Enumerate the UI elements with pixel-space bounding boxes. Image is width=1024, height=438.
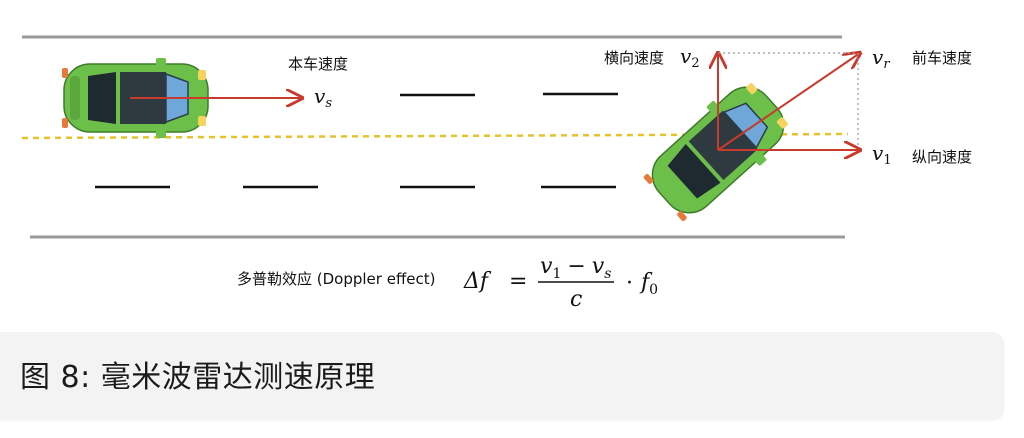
- radar-speed-diagram: 本车速度 vs 横向速度 v2 vr 前车速度 v1 纵向速度 多普勒效应 (D…: [21, 35, 972, 312]
- svg-text:f0: f0: [639, 270, 658, 298]
- svg-text:·: ·: [626, 271, 633, 296]
- front-speed-label: 前车速度: [912, 49, 972, 67]
- svg-text:=: =: [509, 269, 527, 294]
- vr-arrow: [717, 53, 860, 151]
- doppler-formula: Δf = v1−vs c · f0: [463, 254, 658, 312]
- svg-text:Δf: Δf: [463, 269, 492, 294]
- projection-dashes: [718, 52, 859, 148]
- svg-text:c: c: [570, 287, 582, 312]
- figure-caption: 图 8: 毫米波雷达测速原理: [20, 360, 376, 395]
- v2-label: v2: [680, 44, 700, 71]
- own-speed-label: 本车速度: [288, 55, 348, 73]
- vs-label: vs: [314, 84, 332, 111]
- v1-label: v1: [872, 141, 892, 168]
- doppler-label: 多普勒效应 (Doppler effect): [237, 270, 436, 288]
- lane-dashes: [95, 92, 618, 189]
- caption-bar: 图 8: 毫米波雷达测速原理: [0, 332, 1004, 420]
- longitudinal-speed-label: 纵向速度: [912, 148, 972, 166]
- vr-label: vr: [872, 45, 890, 72]
- svg-text:v1−vs: v1−vs: [540, 254, 611, 282]
- lateral-speed-label: 横向速度: [604, 49, 664, 67]
